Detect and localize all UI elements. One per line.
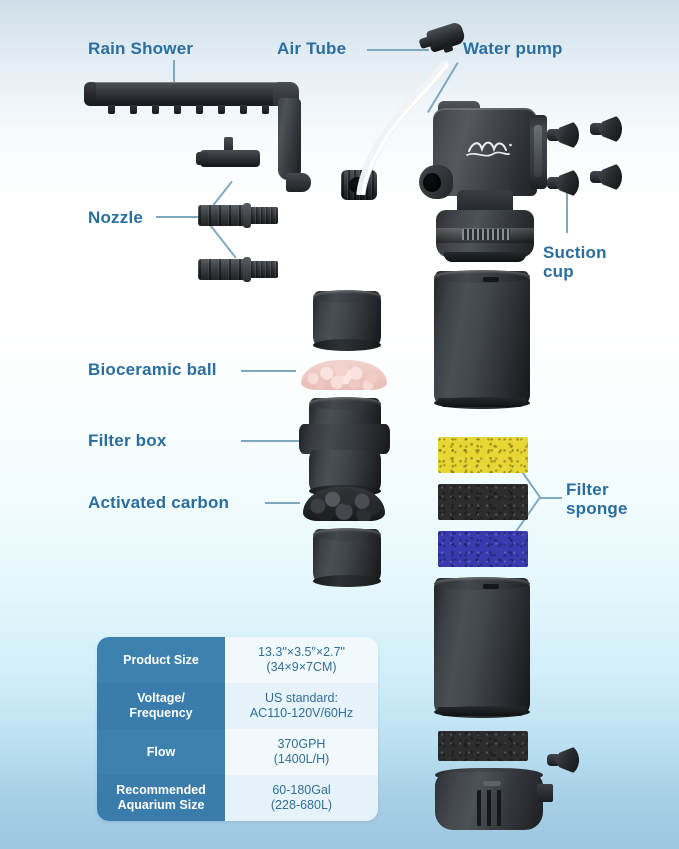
housing-upper-foot [438,398,526,407]
nozzle-thread [250,207,278,224]
leader-bioceramic-ball [241,370,296,372]
rain-shower-foot-elbow [286,173,311,192]
suction-cup-bottom [547,745,579,775]
cylinder-lip [434,577,530,590]
rain-jet [240,105,247,114]
barbed-nozzle-lower [198,257,278,282]
suction-cup-bell [555,168,579,198]
suction-cup-bell [555,745,579,775]
filter-cup-bottom [313,528,381,587]
pump-rail-slot [534,125,542,177]
rain-jet [262,105,269,114]
table-row: Recommended Aquarium Size 60-180Gal (228… [97,775,378,821]
label-activated-carbon: Activated carbon [88,493,230,512]
rain-shower-end-cap [84,82,96,106]
rain-jet [130,105,137,114]
filter-box-lower [309,450,381,497]
nozzle-thread [250,261,278,278]
table-row: Voltage/ Frequency US standard: AC110-12… [97,683,378,729]
specification-table: Product Size 13.3"×3.5"×2.7" (34×9×7CM) … [97,637,378,821]
rain-shower-downpipe [278,98,301,180]
label-air-tube: Air Tube [277,39,347,58]
spec-key-aquarium-size: Recommended Aquarium Size [97,775,225,821]
suction-cup-bell [598,162,622,192]
pump-intake-port [419,165,453,199]
table-row: Flow 370GPH (1400L/H) [97,729,378,775]
suction-cup [547,168,579,198]
housing-lower-foot [438,707,526,716]
nozzle-collar [243,203,251,228]
air-tube-tip-fitting [425,20,467,54]
suction-cup-bell [598,114,622,144]
leader-activated-carbon [265,502,300,504]
housing-lower-notch [483,584,499,589]
filter-cup-top [313,290,381,351]
housing-upper-notch [483,277,499,282]
spec-value-aquarium-size: 60-180Gal (228-680L) [225,775,378,821]
motor-side-tab [537,784,553,802]
rain-jet [152,105,159,114]
nozzle-barb [198,259,246,280]
spec-value-flow: 370GPH (1400L/H) [225,729,378,775]
cylinder-body [434,578,530,713]
pump-base-vents [462,229,510,240]
brand-logo-icon [466,141,512,157]
rain-jet [218,105,225,114]
leader-rain-shower [173,60,175,84]
cylinder-bottom [313,339,381,351]
rain-jet [108,105,115,114]
label-bioceramic-ball: Bioceramic ball [88,360,217,379]
bioceramic-ball-media [301,360,387,390]
leader-air-tube [367,49,429,51]
leader-suction-cup [566,191,568,233]
suction-cup [590,114,622,144]
label-filter-box: Filter box [88,431,167,450]
flow-valve-port [196,152,208,165]
filter-housing-lower [434,577,530,718]
cylinder-lip [309,397,381,410]
barbed-nozzle-upper [198,203,278,228]
leader-sponge-stem [540,497,562,499]
spec-value-product-size: 13.3"×3.5"×2.7" (34×9×7CM) [225,637,378,683]
cylinder-lip [313,528,381,541]
cylinder-lip [313,290,381,303]
cylinder-lip [434,270,530,283]
spec-key-product-size: Product Size [97,637,225,683]
label-rain-shower: Rain Shower [88,39,194,58]
label-filter-sponge: Filter sponge [566,480,628,519]
rain-shower-bar [84,82,286,114]
nozzle-collar [243,257,251,282]
rain-jet [174,105,181,114]
cylinder-bottom [313,575,381,587]
cylinder-body [434,271,530,404]
leader-nozzle-stem [156,216,204,218]
motor-notch [483,781,501,786]
suction-cup [590,162,622,192]
spec-key-flow: Flow [97,729,225,775]
spec-value-voltage-frequency: US standard: AC110-120V/60Hz [225,683,378,729]
motor-intake-slots [477,790,507,826]
filter-sponge-yellow [438,437,528,473]
suction-cup [547,120,579,150]
activated-carbon-media [303,487,385,521]
filter-housing-upper [434,270,530,409]
nozzle-barb [198,205,246,226]
spec-key-voltage-frequency: Voltage/ Frequency [97,683,225,729]
flow-valve-body [200,150,260,167]
table-row: Product Size 13.3"×3.5"×2.7" (34×9×7CM) [97,637,378,683]
rain-jet [196,105,203,114]
label-nozzle: Nozzle [88,208,144,227]
label-suction-cup: Suction cup [543,243,607,282]
leader-filter-box [241,440,299,442]
pump-foot [444,252,526,262]
filter-sponge-blue [438,531,528,567]
filter-sponge-black [438,484,528,520]
flow-valve-knob [224,137,233,151]
suction-cup-bell [555,120,579,150]
filter-box-collar [299,424,390,454]
filter-sponge-bottom-black [438,731,528,761]
air-tube-hose [356,60,450,195]
label-water-pump: Water pump [463,39,563,58]
